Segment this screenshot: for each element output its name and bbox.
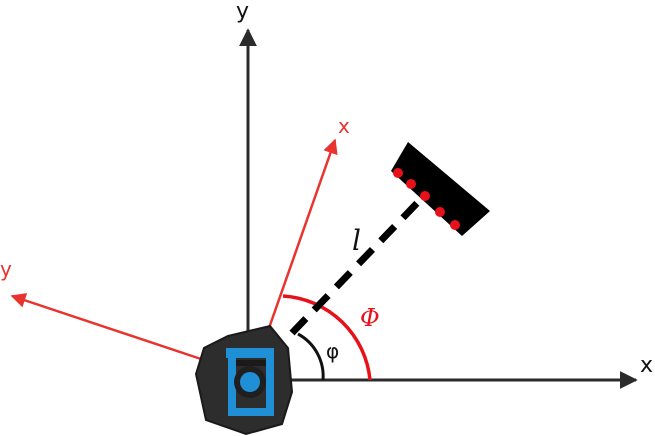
sensor-bar-body	[391, 142, 490, 236]
length-label: l	[352, 224, 361, 257]
sensor-dot	[420, 191, 430, 201]
sensor-dot	[450, 220, 460, 230]
world-x-label: x	[640, 353, 653, 378]
robot-x-axis	[260, 138, 338, 349]
robot-axes: x y	[0, 114, 350, 364]
robot-accent-bottom	[228, 408, 274, 416]
sensor-dot	[435, 207, 445, 217]
robot-x-label: x	[338, 114, 350, 138]
robot-center-dot	[240, 372, 260, 392]
big-phi-arc	[282, 294, 372, 381]
sensor-dot	[406, 179, 416, 189]
robot-accent-right	[266, 354, 274, 412]
big-phi-label: Φ	[360, 304, 380, 332]
robot-accent-left	[228, 354, 236, 412]
robot-accent-top	[226, 348, 274, 358]
sensor-bar	[391, 142, 490, 236]
small-phi-arc	[297, 332, 325, 381]
robot-y-axis	[10, 293, 211, 364]
distance-line-group: l	[289, 195, 425, 336]
robot-notch	[236, 360, 266, 366]
small-phi-label: φ	[326, 339, 339, 363]
angle-arcs: Φ φ	[282, 294, 380, 381]
robot-y-label: y	[0, 257, 12, 281]
robot-body	[194, 324, 294, 436]
world-y-label: y	[236, 0, 249, 24]
sensor-dot	[393, 168, 403, 178]
distance-dashed-line	[289, 195, 425, 336]
world-axes: y x	[236, 0, 653, 389]
